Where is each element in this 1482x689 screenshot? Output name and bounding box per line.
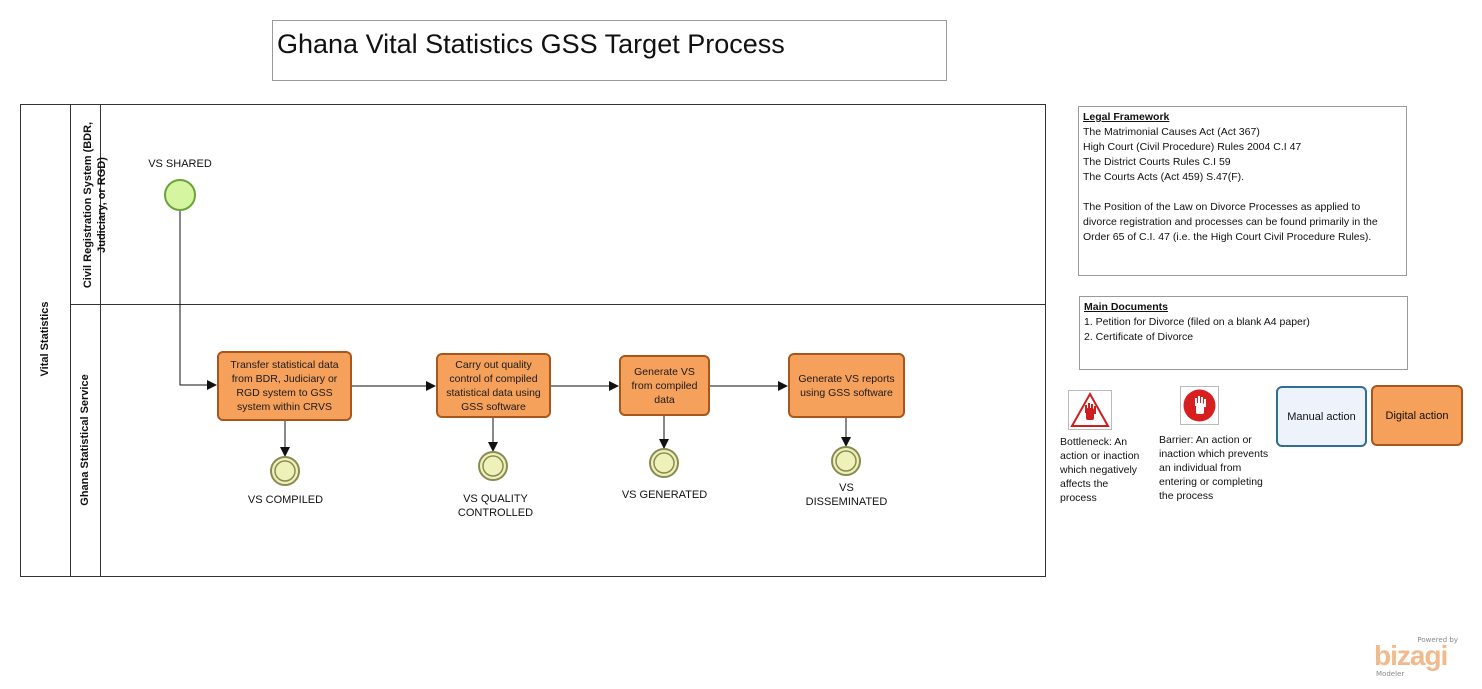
legal-framework-heading: Legal Framework <box>1083 111 1170 123</box>
legend-line: which negatively <box>1060 464 1138 476</box>
legal-framework-line: The District Courts Rules C.I 59 <box>1083 156 1231 168</box>
event-label-line: VS QUALITY <box>463 493 528 505</box>
event-label-vs-compiled: VS COMPILED <box>223 494 348 506</box>
pool-vital-statistics: Vital Statistics Civil Registration Syst… <box>20 104 1046 577</box>
event-label-vs-generated: VS GENERATED <box>602 489 727 501</box>
legend-line: affects the <box>1060 478 1109 490</box>
intermediate-event <box>478 451 508 481</box>
legal-framework-line: divorce registration and processes can b… <box>1083 216 1378 228</box>
legend-line: process <box>1060 492 1097 504</box>
legend-line: entering or completing <box>1159 476 1263 488</box>
legal-framework-line: Order 65 of C.I. 47 (i.e. the High Court… <box>1083 231 1372 243</box>
legal-framework-line: High Court (Civil Procedure) Rules 2004 … <box>1083 141 1302 153</box>
legend-line: inaction which prevents <box>1159 448 1269 460</box>
legend-line: Barrier: An action or <box>1159 434 1252 446</box>
powered-by-text: Powered by <box>1417 636 1458 644</box>
main-documents-line: 1. Petition for Divorce (filed on a blan… <box>1084 316 1310 328</box>
intermediate-event <box>831 446 861 476</box>
barrier-legend-text: Barrier: An action or inaction which pre… <box>1159 433 1279 503</box>
manual-action-legend: Manual action <box>1276 386 1367 447</box>
event-label-line: VS COMPILED <box>247 494 324 506</box>
task-transfer-data[interactable]: Transfer statistical data from BDR, Judi… <box>217 351 352 421</box>
event-label-line: VS <box>839 482 854 494</box>
bizagi-logo: Powered by bizagi Modeler <box>1372 636 1462 680</box>
start-event <box>164 179 196 211</box>
brand-text: bizagi <box>1374 640 1448 671</box>
digital-action-legend: Digital action <box>1371 385 1463 446</box>
event-label-vs-quality-controlled: VS QUALITY CONTROLLED <box>433 492 558 520</box>
title-box: Ghana Vital Statistics GSS Target Proces… <box>272 20 947 81</box>
legal-framework-spacer <box>1083 185 1402 200</box>
flow-start-to-task1 <box>179 211 217 390</box>
main-documents-line: 2. Certificate of Divorce <box>1084 331 1194 343</box>
event-label-vs-disseminated: VS DISSEMINATED <box>784 481 909 509</box>
event-label-line: CONTROLLED <box>457 507 534 519</box>
product-text: Modeler <box>1376 670 1405 678</box>
main-documents-heading: Main Documents <box>1084 301 1169 313</box>
event-label-line: DISSEMINATED <box>805 496 888 508</box>
task-generate-vs[interactable]: Generate VS from compiled data <box>619 355 710 416</box>
legend-line: an individual from <box>1159 462 1242 474</box>
start-event-label: VS SHARED <box>148 158 212 170</box>
legal-framework-line: The Courts Acts (Act 459) S.47(F). <box>1083 171 1245 183</box>
intermediate-event <box>270 456 300 486</box>
intermediate-event <box>649 448 679 478</box>
legend-line: Bottleneck: An <box>1060 436 1128 448</box>
legal-framework-line: The Position of the Law on Divorce Proce… <box>1083 201 1361 213</box>
lane-separator <box>70 304 1045 305</box>
legal-framework-note: Legal Framework The Matrimonial Causes A… <box>1078 106 1407 276</box>
legal-framework-line: The Matrimonial Causes Act (Act 367) <box>1083 126 1260 138</box>
task-quality-control[interactable]: Carry out quality control of compiled st… <box>436 353 551 418</box>
legend-line: action or inaction <box>1060 450 1140 462</box>
bottleneck-legend-text: Bottleneck: An action or inaction which … <box>1060 435 1160 505</box>
pool-label-divider <box>70 105 71 576</box>
legend-line: the process <box>1159 490 1214 502</box>
page-title: Ghana Vital Statistics GSS Target Proces… <box>277 29 785 59</box>
task-generate-reports[interactable]: Generate VS reports using GSS software <box>788 353 905 418</box>
lane-label-divider <box>100 105 101 576</box>
bottleneck-hand-icon <box>1068 390 1112 430</box>
barrier-hand-icon <box>1180 386 1219 425</box>
main-documents-note: Main Documents 1. Petition for Divorce (… <box>1079 296 1408 370</box>
event-label-line: VS GENERATED <box>621 489 708 501</box>
